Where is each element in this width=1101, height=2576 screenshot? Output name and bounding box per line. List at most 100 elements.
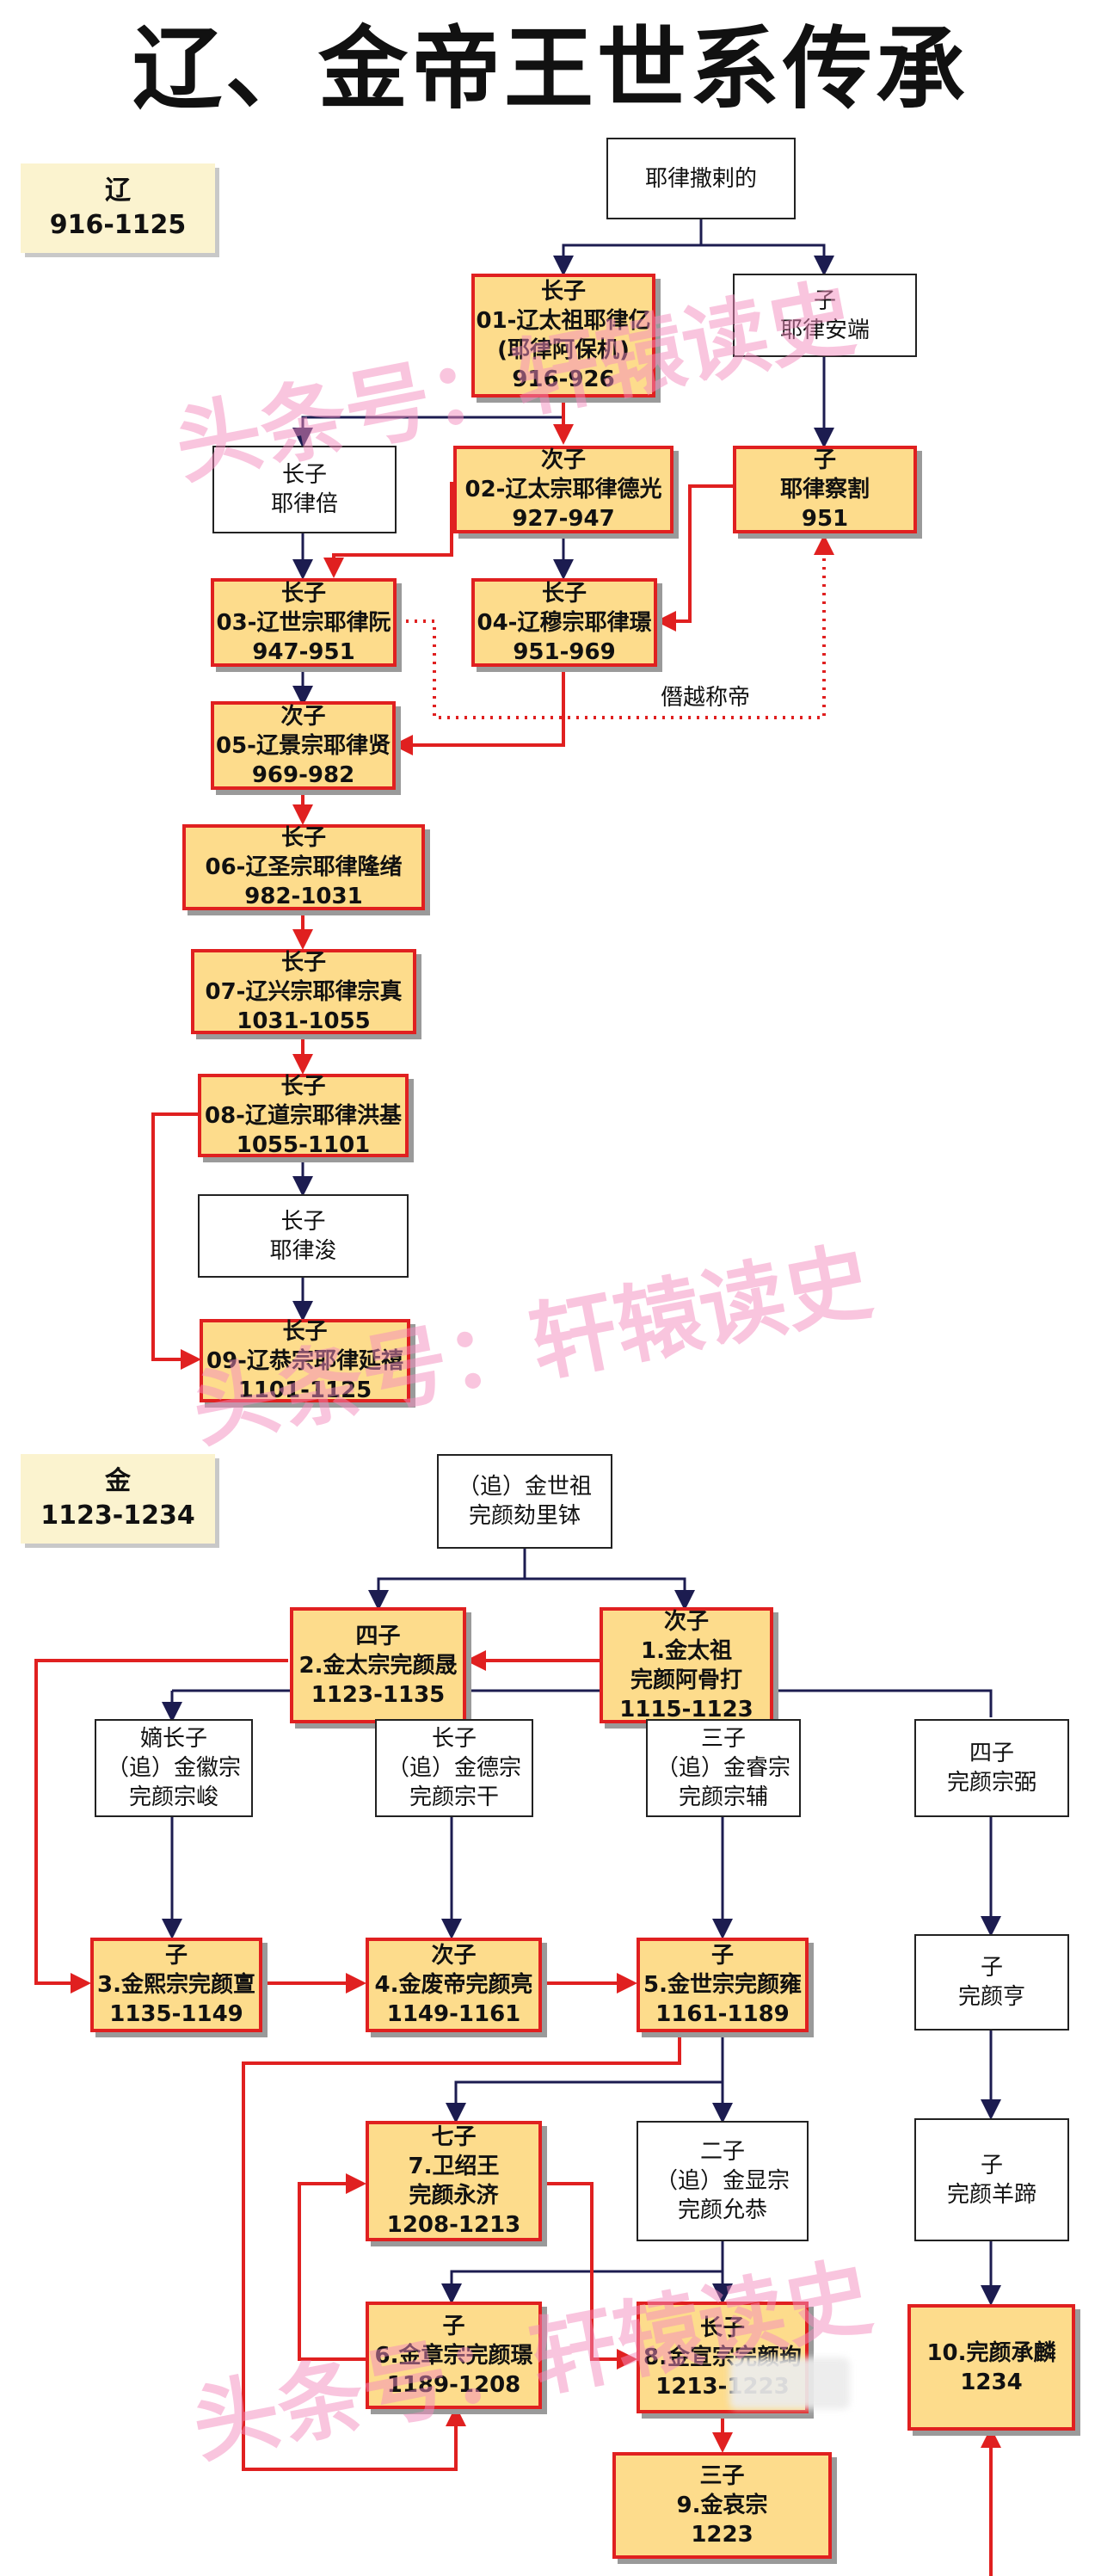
node-line: 1031-1055 — [237, 1008, 371, 1034]
node-line: 02-辽太宗耶律德光 — [464, 477, 662, 502]
node-line: 05-辽景宗耶律贤 — [216, 732, 391, 759]
node-line: 951 — [801, 506, 849, 532]
node-line: 二子 — [699, 2139, 745, 2165]
node-line: 长子 — [540, 279, 586, 305]
node-line: 嫡长子 — [139, 1726, 207, 1752]
node-line: 9.金哀宗 — [676, 2493, 768, 2518]
node-line: 完颜宗辅 — [678, 1784, 768, 1810]
node-liao-03: 长子 03-辽世宗耶律阮 947-951 — [211, 578, 397, 667]
node-line: 子 — [710, 1943, 734, 1969]
node-line: 03-辽世宗耶律阮 — [216, 609, 391, 636]
liao-tag-name: 辽 — [105, 176, 131, 206]
node-line: 耶律察割 — [779, 477, 870, 502]
node-line: 长子 — [541, 580, 587, 607]
node-liao-01: 长子 01-辽太祖耶律亿 (耶律阿保机) 916-926 — [471, 274, 655, 397]
node-liao-05: 次子 05-辽景宗耶律贤 969-982 — [211, 701, 396, 790]
node-line: 子 — [813, 287, 836, 314]
node-line: 1055-1101 — [236, 1131, 371, 1158]
node-line: 07-辽兴宗耶律宗真 — [205, 978, 403, 1005]
node-line: (耶律阿保机) — [497, 337, 630, 363]
node-line: 完颜宗弼 — [946, 1770, 1036, 1796]
node-zongjun: 嫡长子 （追）金徽宗 完颜宗峻 — [95, 1719, 253, 1817]
node-zonggan: 长子 （追）金德宗 完颜宗干 — [375, 1719, 533, 1817]
node-line: 耶律浚 — [269, 1237, 337, 1264]
node-line: 2.金太宗完颜晟 — [298, 1652, 458, 1679]
node-yelv-anduan: 子 耶律安端 — [733, 274, 917, 357]
node-line: 969-982 — [251, 761, 355, 788]
node-line: 耶律撒剌的 — [644, 165, 757, 192]
node-line: 1115-1123 — [619, 1696, 753, 1722]
page-title: 辽、金帝王世系传承 — [132, 16, 969, 121]
jin-tag-name: 金 — [105, 1466, 131, 1496]
node-line: 子 — [980, 1955, 1003, 1981]
node-line: 04-辽穆宗耶律璟 — [477, 609, 652, 636]
node-line: 6.金章宗完颜璟 — [374, 2342, 533, 2369]
blurred-overlay — [729, 2357, 850, 2409]
node-line: 次子 — [663, 1608, 709, 1635]
node-line: 10.完颜承麟 — [926, 2339, 1056, 2366]
node-line: 完颜羊蹄 — [946, 2181, 1036, 2208]
node-line: 06-辽圣宗耶律隆绪 — [205, 854, 403, 880]
node-line: 完颜亨 — [957, 1984, 1025, 2010]
node-line: 982-1031 — [244, 884, 363, 909]
liao-dynasty-tag: 辽 916-1125 — [21, 163, 215, 253]
node-line: 长子 — [699, 2315, 745, 2341]
node-line: （追）金徽宗 — [106, 1755, 241, 1781]
node-line: 947-951 — [252, 638, 355, 665]
node-line: （追）金世祖 — [457, 1474, 592, 1500]
node-line: 1123-1135 — [311, 1681, 446, 1708]
node-line: 次子 — [540, 447, 586, 473]
node-line: （追）金睿宗 — [655, 1755, 790, 1781]
node-yelv-saladi: 耶律撒剌的 — [606, 138, 796, 219]
node-yangti: 子 完颜羊蹄 — [914, 2118, 1069, 2241]
node-jin-08: 长子 8.金宣宗完颜珣 1213-1223 — [637, 2302, 809, 2413]
node-jin-shizu: （追）金世祖 完颜劾里钵 — [437, 1454, 612, 1549]
node-yungong: 二子 （追）金显宗 完颜允恭 — [637, 2121, 809, 2241]
node-liao-02: 次子 02-辽太宗耶律德光 927-947 — [453, 446, 674, 533]
node-line: 七子 — [431, 2124, 477, 2150]
node-line: 完颜允恭 — [677, 2197, 767, 2223]
node-line: 长子 — [280, 1073, 326, 1100]
node-line: 927-947 — [512, 506, 615, 532]
node-jin-07: 七子 7.卫绍王 完颜永济 1208-1213 — [366, 2121, 542, 2241]
node-line: 951-969 — [513, 638, 616, 665]
liao-tag-years: 916-1125 — [49, 210, 187, 240]
node-line: 长子 — [280, 825, 326, 851]
node-yelv-bei: 长子 耶律倍 — [212, 446, 397, 533]
node-jin-02: 四子 2.金太宗完颜晟 1123-1135 — [290, 1607, 466, 1723]
node-line: 7.卫绍王 — [408, 2154, 500, 2179]
node-line: 1208-1213 — [386, 2212, 521, 2238]
node-line: 耶律倍 — [270, 491, 338, 517]
node-line: 三子 — [700, 1726, 746, 1752]
node-line: 4.金废帝完颜亮 — [374, 1972, 533, 1998]
node-jin-06: 子 6.金章宗完颜璟 1189-1208 — [366, 2302, 542, 2409]
node-liao-04: 长子 04-辽穆宗耶律璟 951-969 — [471, 578, 657, 667]
node-line: 1101-1125 — [237, 1377, 372, 1403]
node-wanyan-heng: 子 完颜亨 — [914, 1934, 1069, 2031]
node-line: 四子 — [355, 1623, 401, 1649]
node-line: 完颜劾里钵 — [468, 1503, 581, 1529]
node-line: 完颜宗峻 — [128, 1784, 218, 1810]
node-liao-08: 长子 08-辽道宗耶律洪基 1055-1101 — [198, 1073, 409, 1158]
node-line: 长子 — [280, 949, 326, 976]
node-line: 916-926 — [512, 367, 615, 392]
node-line: 1223 — [691, 2522, 753, 2548]
node-zongfu: 三子 （追）金睿宗 完颜宗辅 — [646, 1719, 801, 1817]
node-line: 次子 — [431, 1943, 477, 1969]
jin-dynasty-tag: 金 1123-1234 — [21, 1454, 215, 1544]
node-line: 完颜永济 — [409, 2183, 499, 2209]
node-line: 长子 — [282, 1318, 328, 1345]
node-line: 长子 — [431, 1726, 477, 1752]
node-line: 08-辽道宗耶律洪基 — [205, 1102, 402, 1129]
node-line: 三子 — [699, 2463, 745, 2489]
node-line: 子 — [442, 2313, 465, 2339]
node-line: 长子 — [281, 462, 327, 488]
node-line: 1135-1149 — [109, 2001, 243, 2027]
jin-tag-years: 1123-1234 — [40, 1501, 195, 1531]
node-line: 完颜阿骨打 — [630, 1667, 742, 1693]
node-line: 01-辽太祖耶律亿 — [476, 308, 651, 334]
node-jin-01: 次子 1.金太祖 完颜阿骨打 1115-1123 — [600, 1607, 773, 1723]
node-line: 子 — [164, 1943, 188, 1969]
node-line: 1161-1189 — [655, 2001, 790, 2027]
